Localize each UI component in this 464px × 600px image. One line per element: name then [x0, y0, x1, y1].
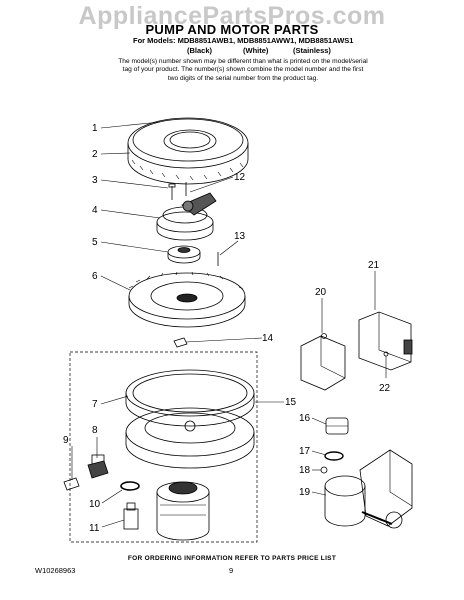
callout-12: 12 — [234, 172, 246, 183]
callout-14: 14 — [262, 333, 274, 344]
callout-21: 21 — [368, 260, 380, 271]
bracket-part-20 — [300, 333, 346, 391]
sensor-part — [123, 502, 139, 530]
callout-5: 5 — [92, 237, 98, 248]
callout-22: 22 — [379, 383, 391, 394]
callout-15: 15 — [285, 397, 297, 408]
model-list: For Models: MDB8851AWB1, MDB8851AWW1, MD… — [133, 36, 354, 45]
watermark: AppliancePartsPros.com — [78, 2, 386, 30]
callout-1: 1 — [92, 123, 98, 134]
control-box-part — [358, 311, 413, 371]
callout-8: 8 — [92, 425, 98, 436]
filter-ring-part — [127, 117, 249, 185]
color-stainless: (Stainless) — [293, 46, 331, 55]
callout-9: 9 — [63, 435, 69, 446]
diffuser-plate-part — [128, 271, 246, 328]
pump-housing-part — [156, 192, 217, 241]
ordering-info: FOR ORDERING INFORMATION REFER TO PARTS … — [127, 555, 337, 562]
cap-part — [325, 417, 349, 435]
model-note: The model(s) number shown may be differe… — [118, 58, 368, 82]
leader-lines — [71, 121, 387, 528]
float-switch-part — [63, 460, 109, 491]
callout-17: 17 — [299, 446, 311, 457]
callout-11: 11 — [89, 523, 100, 534]
callout-19: 19 — [299, 487, 311, 498]
callout-13: 13 — [234, 231, 246, 242]
callout-20: 20 — [315, 287, 327, 298]
color-black: (Black) — [187, 46, 213, 55]
color-white: (White) — [243, 46, 269, 55]
callout-16: 16 — [299, 413, 311, 424]
page-title: PUMP AND MOTOR PARTS — [145, 22, 319, 37]
callout-6: 6 — [92, 271, 98, 282]
document-number: W10268963 — [35, 566, 76, 575]
callout-7: 7 — [92, 399, 98, 410]
callout-18: 18 — [299, 465, 311, 476]
sump-base-part — [125, 407, 255, 469]
callout-10: 10 — [89, 499, 101, 510]
sump-ring-part — [125, 369, 255, 427]
screw-part-3 — [168, 183, 176, 200]
callout-2: 2 — [92, 149, 98, 160]
drain-pump-part — [324, 449, 413, 529]
page-number: 9 — [229, 566, 234, 575]
callout-4: 4 — [92, 205, 98, 216]
callout-3: 3 — [92, 175, 98, 186]
impeller-part — [167, 245, 201, 264]
motor-part — [156, 481, 210, 541]
